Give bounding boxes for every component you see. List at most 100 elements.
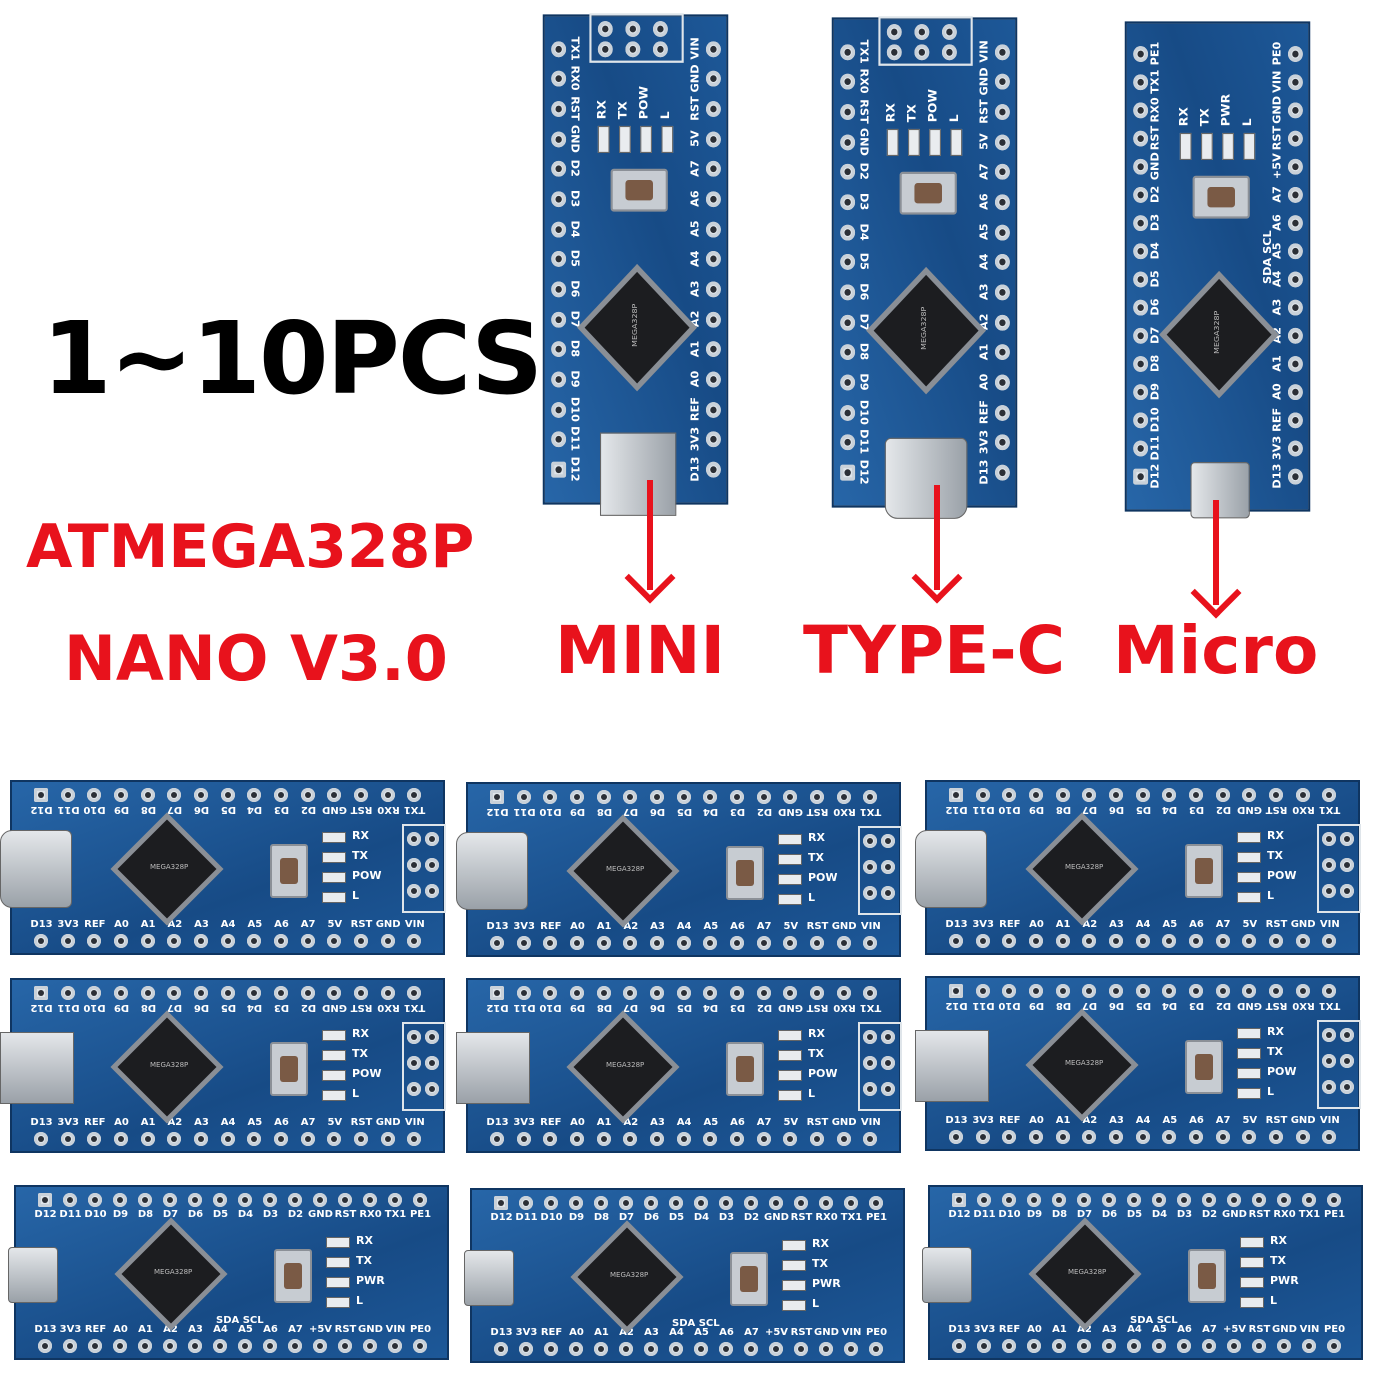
pin-hole	[594, 1342, 608, 1356]
pin-label: D10	[998, 804, 1021, 815]
pin-hole	[977, 1193, 991, 1207]
pin-label: 3V3	[972, 1115, 994, 1126]
pin-hole	[300, 934, 315, 948]
pin-hole	[551, 311, 567, 328]
pin-hole	[1127, 1193, 1141, 1207]
pin-hole	[543, 936, 558, 950]
led	[1179, 132, 1192, 160]
pin-hole	[34, 1132, 48, 1146]
pin-hole	[263, 1339, 277, 1353]
pin-label: PE1	[1150, 41, 1162, 66]
pin-hole	[840, 104, 856, 120]
reset-button	[726, 1042, 764, 1096]
pin-hole	[952, 1339, 966, 1353]
pin-label: D2	[756, 806, 772, 817]
pin-label: A5	[1162, 1115, 1178, 1126]
pin-label: D8	[1055, 804, 1071, 815]
pin-hole	[238, 1193, 252, 1207]
pin-hole	[1127, 1339, 1141, 1353]
pin-hole	[705, 41, 721, 57]
pin-label: +5V	[764, 1327, 789, 1338]
pin-hole	[1133, 187, 1149, 203]
pin-label: D6	[857, 283, 869, 301]
pin-hole	[676, 986, 691, 1000]
pin-label: TX1	[840, 1212, 863, 1223]
pin-hole	[994, 44, 1010, 60]
pin-hole	[1215, 788, 1230, 802]
pin-label: D10	[83, 804, 106, 815]
pin-hole	[975, 984, 990, 998]
pin-hole	[1322, 934, 1337, 948]
pin-hole	[1242, 1130, 1257, 1144]
pin-label: A2	[1077, 1324, 1092, 1335]
pin-label: D5	[676, 806, 692, 817]
pin-label: D2	[1201, 1209, 1218, 1220]
pin-hole	[167, 788, 182, 802]
pin-label: D2	[857, 162, 869, 181]
icsp-header	[402, 1022, 446, 1111]
reset-button	[274, 1249, 312, 1303]
atmega328p-chip: MEGA328P	[573, 821, 673, 921]
pin-label: D9	[112, 1209, 129, 1220]
pin-hole	[88, 1339, 102, 1353]
chip-marking: MEGA328P	[1064, 1058, 1104, 1067]
arrow-down-icon	[647, 480, 653, 590]
led-label: RX	[1267, 1025, 1284, 1038]
pin-label: A3	[1109, 919, 1124, 930]
pin-label: D10	[998, 1000, 1021, 1011]
pin-hole	[596, 936, 611, 950]
pin-hole	[756, 936, 771, 950]
pin-hole	[994, 74, 1010, 90]
pin-hole	[407, 788, 422, 802]
pin-label: 3V3	[513, 1117, 535, 1128]
pin-label: 3V3	[972, 919, 994, 930]
pin-label: RST	[806, 806, 829, 817]
pin-label: D12	[490, 1212, 513, 1223]
pin-hole	[810, 1132, 824, 1146]
pin-hole	[949, 934, 963, 948]
reset-button	[726, 846, 764, 900]
chip-marking: MEGA328P	[1212, 310, 1222, 354]
pin-label: D8	[140, 1002, 156, 1013]
pin-label: A3	[1272, 298, 1284, 316]
pin-hole	[650, 790, 664, 804]
pin-label: D13	[30, 919, 53, 930]
pin-label: A5	[247, 919, 263, 930]
pin-hole	[619, 1342, 633, 1356]
led	[778, 854, 802, 865]
pin-hole	[1133, 299, 1149, 316]
pin-hole	[625, 41, 641, 58]
pin-hole	[363, 1339, 377, 1353]
chip-marking: MEGA328P	[630, 303, 640, 347]
pin-hole	[652, 21, 668, 37]
pin-hole	[354, 1132, 368, 1146]
pin-hole	[167, 986, 182, 1000]
led	[1243, 132, 1256, 160]
pin-label: GND	[322, 804, 348, 815]
pin-hole	[87, 788, 102, 802]
led-label: POW	[1267, 1065, 1297, 1078]
pin-hole	[313, 1193, 327, 1207]
pin-hole	[1287, 215, 1303, 231]
pin-hole	[1135, 984, 1150, 998]
pin-label: D5	[212, 1209, 229, 1220]
pin-label: A7	[756, 1117, 772, 1128]
pin-label: D11	[515, 1212, 538, 1223]
pin-label: D6	[1108, 804, 1125, 815]
pin-label: D13	[948, 1324, 971, 1335]
pin-hole	[863, 886, 877, 900]
pin-hole	[1052, 1193, 1066, 1207]
pin-hole	[1133, 327, 1149, 344]
pin-label: A6	[719, 1327, 734, 1338]
pin-hole	[840, 134, 856, 150]
pin-label: D11	[973, 1209, 996, 1220]
pin-label: GND	[778, 1002, 804, 1013]
pin-label: PE0	[409, 1324, 432, 1335]
pin-label: REF	[84, 1324, 107, 1335]
pin-label: D4	[568, 220, 580, 238]
pin-hole	[551, 221, 567, 238]
pin-label: D9	[1028, 1000, 1045, 1011]
